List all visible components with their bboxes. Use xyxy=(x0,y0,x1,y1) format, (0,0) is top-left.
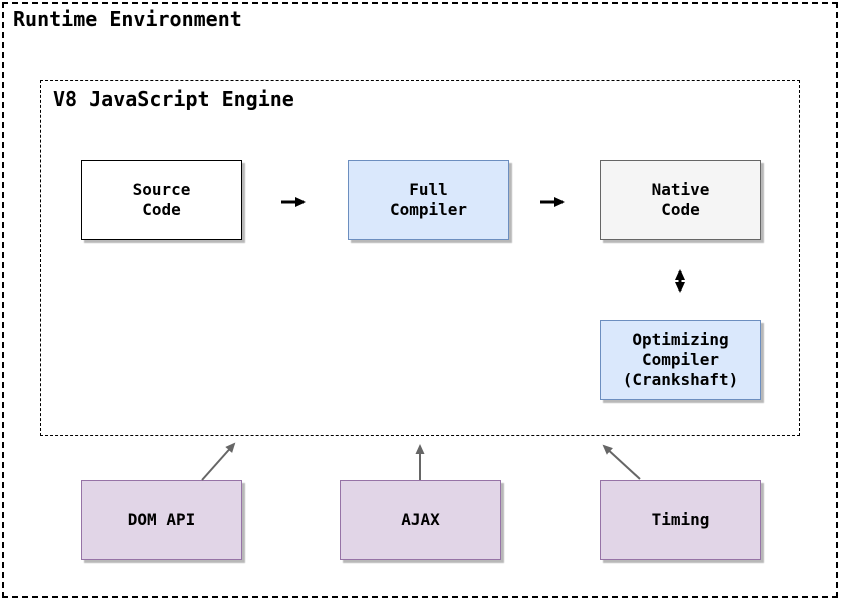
node-optimizing-compiler: Optimizing Compiler (Crankshaft) xyxy=(600,320,761,400)
v8-engine-container xyxy=(40,80,800,436)
node-dom-api: DOM API xyxy=(81,480,242,560)
node-timing: Timing xyxy=(600,480,761,560)
node-native-code: Native Code xyxy=(600,160,761,240)
node-source-code: Source Code xyxy=(81,160,242,240)
v8-engine-title: V8 JavaScript Engine xyxy=(53,87,294,111)
runtime-environment-title: Runtime Environment xyxy=(13,7,242,31)
node-full-compiler: Full Compiler xyxy=(348,160,509,240)
node-ajax: AJAX xyxy=(340,480,501,560)
